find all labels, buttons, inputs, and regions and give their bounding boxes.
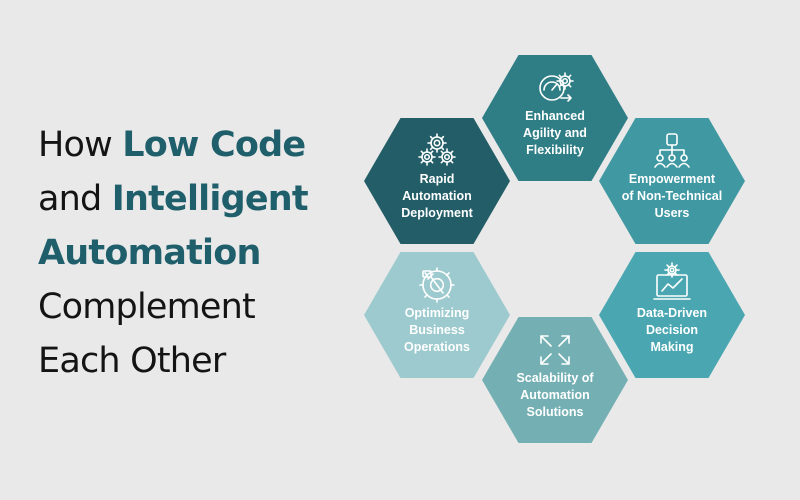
hexagon-label-line: Automation — [520, 388, 589, 402]
hexagon-label-line: of Non-Technical — [622, 189, 722, 203]
hexagon-shape — [599, 252, 745, 378]
hexagon-label-line: Decision — [646, 323, 698, 337]
title-text: Each Other — [38, 341, 226, 381]
title-line-3: Automation — [38, 226, 368, 280]
hexagon-label-line: Empowerment — [629, 172, 716, 186]
monitor-chart-icon — [653, 262, 691, 300]
gears-icon — [418, 133, 456, 166]
hexagon-shape — [482, 317, 628, 443]
hexagon-label-line: Deployment — [401, 206, 473, 220]
hexagon-label-line: Flexibility — [526, 143, 584, 157]
hexagon-label-line: Automation — [402, 189, 471, 203]
users-hierarchy-icon — [654, 133, 690, 168]
gauge-gears-icon — [539, 72, 574, 102]
title-line-5: Each Other — [38, 334, 368, 388]
title-text: and — [38, 179, 112, 219]
hexagon-label-line: Users — [655, 206, 690, 220]
title-highlight: Automation — [38, 233, 261, 273]
title-highlight: Low Code — [122, 125, 306, 165]
hexagon-label-line: Making — [650, 340, 693, 354]
hexagon-label-line: Scalability of — [516, 371, 594, 385]
title-line-4: Complement — [38, 280, 368, 334]
title-text: Complement — [38, 287, 256, 327]
hexagon-shape — [599, 118, 745, 244]
hexagon-label-line: Solutions — [527, 405, 584, 419]
title-text: How — [38, 125, 123, 165]
expand-arrows-icon — [540, 335, 570, 365]
hexagon-shape — [364, 118, 510, 244]
title-line-2: and Intelligent — [38, 172, 368, 226]
hexagon-label-line: Operations — [404, 340, 470, 354]
gear-wrench-icon — [419, 267, 455, 303]
hexagon-shape — [482, 55, 628, 181]
hexagon-label-line: Data-Driven — [637, 306, 707, 320]
title-highlight: Intelligent — [111, 179, 309, 219]
title-line-1: How Low Code — [38, 118, 368, 172]
hexagon-shape — [364, 252, 510, 378]
hexagon-label-line: Rapid — [420, 172, 455, 186]
hexagon-label-line: Business — [409, 323, 465, 337]
hexagon-label-line: Enhanced — [525, 109, 585, 123]
hexagon-label-line: Agility and — [523, 126, 587, 140]
hexagon-label-line: Optimizing — [405, 306, 470, 320]
page-title: How Low Code and Intelligent Automation … — [38, 118, 368, 388]
